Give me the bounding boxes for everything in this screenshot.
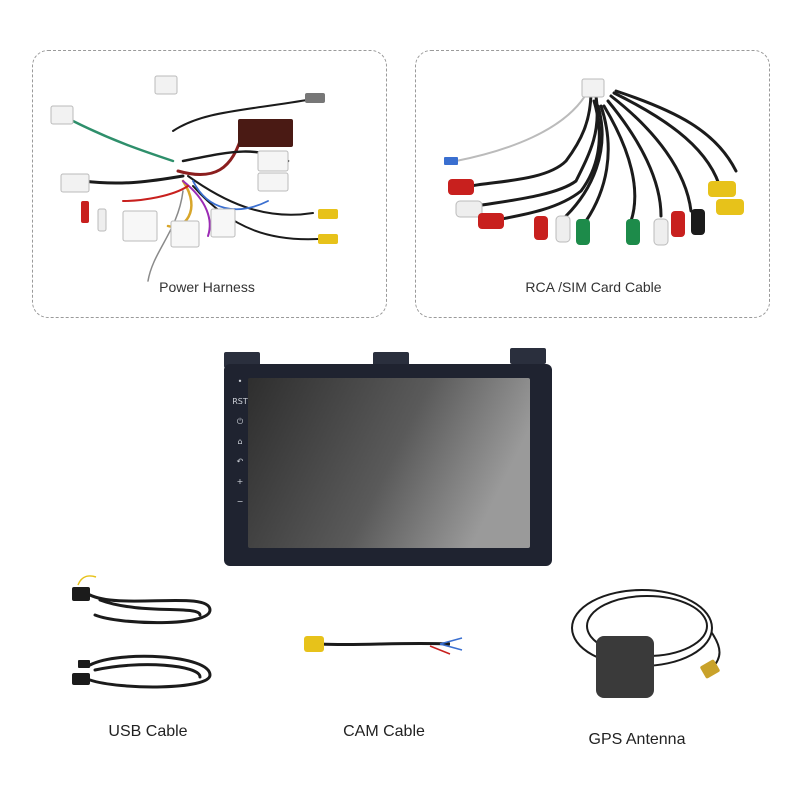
cam-cable-label: CAM Cable xyxy=(343,723,425,740)
back-icon[interactable]: ↶ xyxy=(236,457,244,466)
cam-cable-illustration xyxy=(300,628,470,668)
rca-sim-cable-panel: RCA /SIM Card Cable xyxy=(415,50,770,318)
rca-sim-cable-illustration xyxy=(444,78,744,246)
rst-icon[interactable]: RST xyxy=(232,397,248,406)
power-harness-illustration xyxy=(50,75,338,282)
home-icon[interactable]: ⌂ xyxy=(237,437,243,446)
gps-antenna-label: GPS Antenna xyxy=(588,731,686,748)
reset-icon[interactable]: • xyxy=(237,377,243,386)
gps-antenna-illustration xyxy=(562,578,742,708)
power-harness-label: Power Harness xyxy=(159,279,255,295)
head-unit xyxy=(218,342,558,574)
head-unit-frame xyxy=(224,348,552,566)
rca-sim-cable-label: RCA /SIM Card Cable xyxy=(525,279,662,295)
volume-up-icon[interactable]: + xyxy=(236,477,244,486)
power-icon[interactable]: ⏻ xyxy=(236,417,244,426)
usb-cable-label: USB Cable xyxy=(108,723,188,740)
usb-cable-illustration xyxy=(60,565,230,705)
head-unit-side-buttons: • RST ⏻ ⌂ ↶ + − xyxy=(232,378,248,518)
power-harness-panel: Power Harness xyxy=(32,50,387,318)
volume-down-icon[interactable]: − xyxy=(236,497,244,506)
